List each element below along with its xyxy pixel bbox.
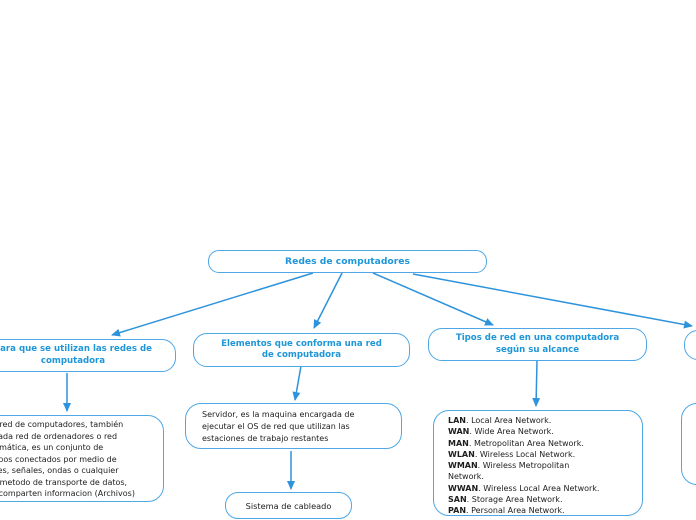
node-root-label: Redes de computadores: [285, 255, 410, 267]
node-uses-title-label: Para que se utilizan las redes de comput…: [0, 344, 152, 366]
node-offscreen-title[interactable]: [684, 330, 696, 360]
node-cabling[interactable]: Sistema de cableado: [225, 492, 352, 519]
node-uses-title[interactable]: Para que se utilizan las redes de comput…: [0, 339, 176, 372]
cabling-label: Sistema de cableado: [245, 500, 332, 511]
node-elements-title-label: Elementos que conforma una red de comput…: [221, 338, 382, 361]
node-types-title[interactable]: Tipos de red en una computadora según su…: [428, 328, 647, 361]
node-elements-body[interactable]: Servidor, es la maquina encargada de eje…: [185, 403, 402, 449]
network-type-list: LAN. Local Area Network.WAN. Wide Area N…: [448, 416, 600, 516]
node-types-list[interactable]: LAN. Local Area Network.WAN. Wide Area N…: [433, 410, 643, 516]
node-types-title-label: Tipos de red en una computadora según su…: [455, 333, 620, 355]
node-offscreen-body[interactable]: [681, 403, 696, 485]
uses-body-text: Una red de computadores, también llamada…: [0, 420, 135, 498]
elements-body-text: Servidor, es la maquina encargada de eje…: [202, 410, 355, 443]
node-uses-body[interactable]: Una red de computadores, también llamada…: [0, 415, 164, 502]
arrow-root-to-uses: [111, 272, 314, 337]
node-elements-title[interactable]: Elementos que conforma una red de comput…: [193, 333, 410, 367]
arrow-root-to-types: [372, 272, 494, 326]
arrow-root-to-offscreen: [412, 273, 693, 329]
arrow-root-to-elements: [313, 272, 343, 329]
arrow-elements-to-body: [292, 365, 302, 401]
arrow-types-to-list: [532, 360, 541, 407]
node-root[interactable]: Redes de computadores: [208, 250, 487, 273]
